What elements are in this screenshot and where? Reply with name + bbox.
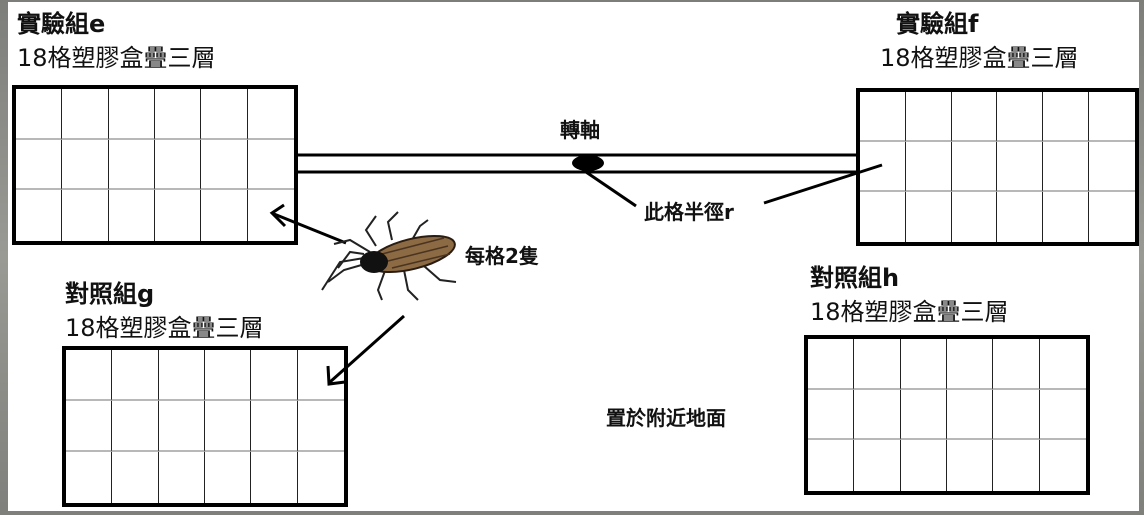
- grid-cell: [62, 89, 109, 140]
- grid-cell: [247, 89, 294, 140]
- box-e-desc: 18格塑膠盒疊三層: [17, 44, 216, 72]
- grid-cell: [204, 401, 252, 452]
- grid-cell: [201, 139, 248, 191]
- grid-cell: [993, 389, 1040, 441]
- grid-cell: [158, 350, 205, 401]
- grid-cell: [993, 440, 1040, 491]
- grid-cell: [906, 192, 952, 242]
- grid-cell: [1089, 92, 1135, 142]
- grid-cell: [808, 339, 855, 390]
- grid-cell: [201, 190, 248, 241]
- per-cell-label: 每格2隻: [465, 244, 539, 268]
- grid-cell: [112, 452, 159, 503]
- grid-cell: [901, 440, 947, 491]
- box-g-title: 對照組g: [65, 280, 155, 308]
- grid-cell: [1043, 92, 1090, 142]
- grid-cell: [854, 339, 901, 390]
- grid-cell: [947, 440, 994, 491]
- grid-cell: [860, 142, 906, 192]
- grid-cell: [1089, 142, 1135, 192]
- grid-cell: [993, 339, 1040, 390]
- grid-cell: [62, 139, 109, 191]
- grid-cell: [297, 401, 344, 452]
- grid-cell: [204, 350, 252, 401]
- grid-cell: [900, 389, 947, 441]
- grid-cell: [997, 142, 1044, 192]
- grid-cell: [860, 192, 906, 242]
- grid-cell: [158, 401, 205, 452]
- grid-cell: [108, 139, 155, 191]
- grid-cell: [66, 350, 113, 401]
- grid-cell: [108, 89, 155, 140]
- grid-cell: [997, 92, 1044, 142]
- grid-cell: [860, 92, 906, 142]
- grid-cell: [854, 440, 901, 491]
- grid-cell: [946, 389, 994, 441]
- rotation-beam: [298, 153, 858, 174]
- grid-cell: [154, 139, 202, 191]
- grid-cell: [205, 452, 252, 503]
- radius-line: [763, 163, 883, 205]
- grid-cell: [808, 440, 855, 491]
- box-g-grid: [62, 346, 348, 507]
- grid-cell: [251, 401, 298, 452]
- arrow-to-box-e: [269, 203, 347, 245]
- grid-cell: [951, 92, 998, 142]
- grid-cell: [16, 190, 63, 241]
- grid-cell: [905, 92, 952, 142]
- grid-cell: [900, 339, 947, 390]
- box-g-desc: 18格塑膠盒疊三層: [65, 314, 264, 342]
- radius-leader-line: [585, 170, 637, 208]
- grid-cell: [112, 401, 159, 452]
- grid-cell: [109, 190, 155, 241]
- box-h-desc: 18格塑膠盒疊三層: [810, 298, 1009, 326]
- grid-cell: [808, 389, 855, 441]
- grid-cell: [905, 142, 952, 192]
- arrow-to-box-g: [326, 314, 405, 386]
- box-h-grid: [804, 335, 1090, 495]
- grid-cell: [251, 452, 298, 503]
- grid-cell: [154, 89, 202, 140]
- box-f-desc: 18格塑膠盒疊三層: [880, 44, 1079, 72]
- ground-label: 置於附近地面: [606, 406, 726, 430]
- grid-cell: [951, 142, 998, 192]
- grid-cell: [1043, 142, 1090, 192]
- box-e-title: 實驗組e: [17, 10, 106, 38]
- grid-cell: [66, 452, 113, 503]
- grid-cell: [247, 140, 294, 191]
- pivot-label: 轉軸: [560, 118, 600, 142]
- grid-cell: [1039, 390, 1086, 441]
- grid-cell: [297, 350, 344, 401]
- grid-cell: [946, 339, 994, 390]
- grid-cell: [952, 192, 998, 242]
- grid-cell: [66, 401, 113, 452]
- box-f-grid: [856, 88, 1139, 246]
- grid-cell: [854, 389, 901, 441]
- box-f-title: 實驗組f: [896, 10, 979, 38]
- grid-cell: [997, 192, 1044, 242]
- grid-cell: [1039, 339, 1086, 390]
- grid-cell: [62, 190, 109, 241]
- grid-cell: [201, 89, 248, 140]
- grid-cell: [112, 350, 159, 401]
- grid-cell: [1043, 192, 1090, 242]
- grid-cell: [155, 190, 202, 241]
- grid-cell: [16, 89, 63, 140]
- radius-label: 此格半徑r: [644, 200, 734, 224]
- box-h-title: 對照組h: [810, 264, 900, 292]
- grid-cell: [251, 350, 298, 401]
- pivot-dot: [572, 155, 604, 171]
- box-e-grid: [12, 85, 298, 245]
- grid-cell: [159, 452, 205, 503]
- cockroach-icon: [321, 211, 457, 301]
- grid-cell: [16, 139, 63, 191]
